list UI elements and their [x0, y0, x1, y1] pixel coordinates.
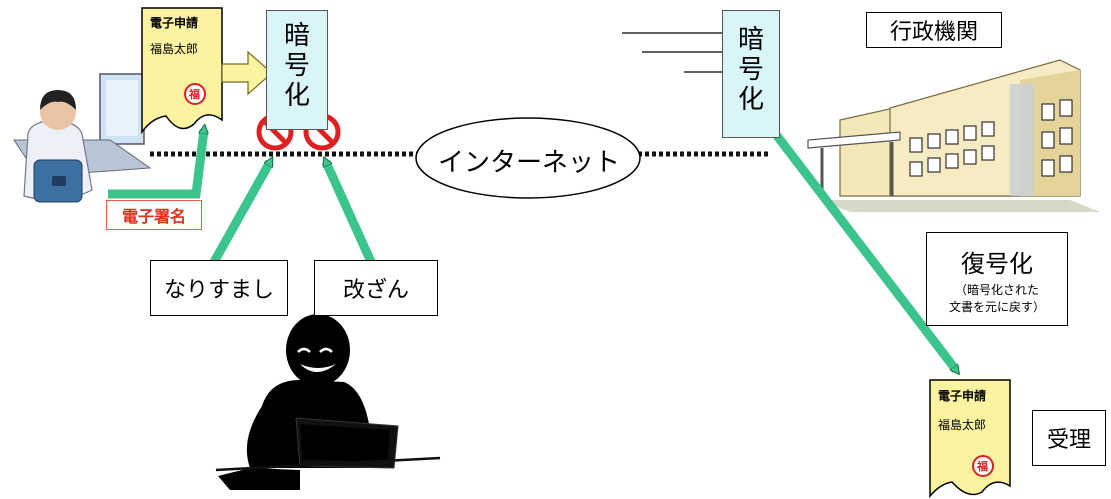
- impersonation-label: なりすまし: [150, 260, 288, 316]
- receipt-label: 受理: [1032, 410, 1106, 466]
- user-computer-icon: [13, 73, 152, 203]
- decrypt-note-line: （暗号化された: [954, 283, 1039, 297]
- seal-char: 福: [189, 88, 200, 101]
- agency-label: 行政機関: [866, 12, 1002, 48]
- decrypt-box: [926, 232, 1068, 326]
- document-name: 福島太郎: [150, 42, 199, 56]
- government-building-icon: [807, 59, 1100, 212]
- seal-icon: [972, 455, 994, 477]
- decrypt-title: 復号化: [961, 250, 1033, 278]
- seal-icon: [184, 83, 206, 105]
- tampering-label: 改ざん: [314, 260, 438, 316]
- document-name: 福島太郎: [938, 418, 987, 432]
- attacker-icon: [215, 314, 441, 490]
- internet-label: インターネット: [437, 147, 620, 178]
- signature-arrow: [108, 130, 204, 199]
- encrypt-char: 暗: [737, 25, 764, 55]
- decrypt-note-line: 文書を元に戻す）: [948, 300, 1045, 314]
- seal-char: 福: [977, 460, 988, 473]
- encrypt-char: 化: [737, 85, 764, 115]
- signature-label: 電子署名: [106, 200, 202, 230]
- encrypt-box-right: 暗 号 化: [722, 10, 780, 138]
- send-arrow: [221, 50, 273, 96]
- encrypt-char: 号: [283, 51, 310, 81]
- document-title: 電子申請: [150, 16, 199, 30]
- tampering-arrow: [321, 162, 377, 266]
- encrypt-char: 号: [737, 55, 764, 85]
- delivery-arrow: [764, 121, 956, 370]
- decrypt-note: （暗号化された 文書を元に戻す）: [930, 282, 1064, 316]
- document-title: 電子申請: [938, 389, 987, 403]
- impersonation-arrow: [210, 162, 274, 265]
- encrypt-box-left: 暗 号 化: [266, 10, 328, 130]
- internet-ellipse: [415, 117, 641, 199]
- encrypt-char: 暗: [283, 21, 310, 51]
- encrypt-char: 化: [283, 81, 310, 111]
